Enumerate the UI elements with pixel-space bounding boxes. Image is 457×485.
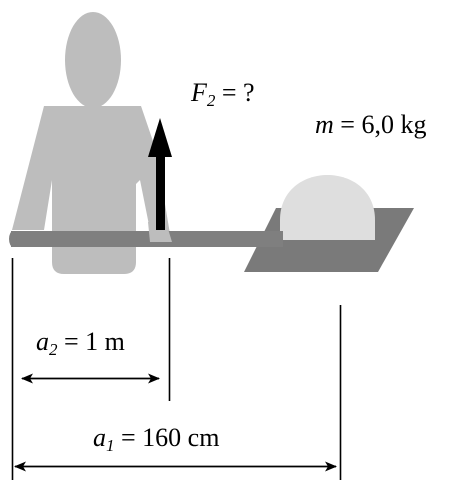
person-hand <box>148 222 172 242</box>
up-arrow-icon <box>148 118 172 230</box>
force-label: F2 = ? <box>190 78 255 110</box>
mass-label: m = 6,0 kg <box>315 110 426 139</box>
a2-label: a2 = 1 m <box>36 327 125 359</box>
person-body <box>12 106 171 274</box>
lever-beam <box>9 231 283 247</box>
a1-label: a1 = 160 cm <box>93 423 219 455</box>
person-head <box>65 12 121 108</box>
load-dome <box>280 175 375 240</box>
